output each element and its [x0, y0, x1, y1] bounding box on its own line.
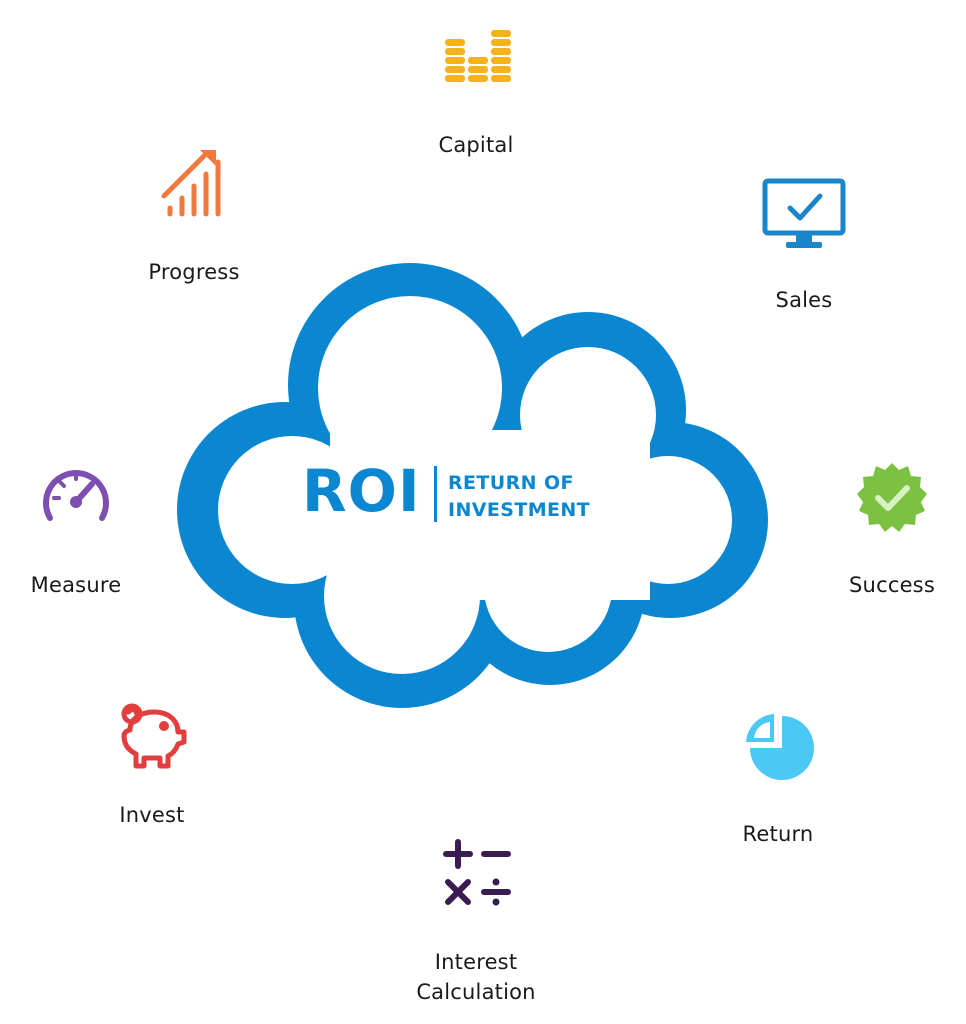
math-operators-icon — [443, 839, 511, 906]
title-divider — [434, 466, 437, 522]
interest-label-line1: Interest — [434, 950, 518, 974]
coin-stacks-icon — [443, 28, 513, 84]
roi-subtitle: RETURN OF INVESTMENT — [448, 470, 590, 524]
roi-subtitle-line1: RETURN OF — [448, 472, 574, 494]
pie-chart-icon — [746, 714, 814, 780]
speedometer-icon — [43, 470, 109, 521]
piggy-bank-icon — [121, 703, 187, 769]
roi-subtitle-line2: INVESTMENT — [448, 499, 591, 521]
capital-label: Capital — [438, 133, 514, 157]
invest-label: Invest — [119, 803, 185, 827]
roi-heading: ROI — [302, 457, 421, 525]
interest-label-line2: Calculation — [416, 980, 536, 1004]
monitor-check-icon — [762, 178, 846, 248]
sales-label: Sales — [775, 288, 833, 312]
return-label: Return — [742, 822, 814, 846]
progress-label: Progress — [148, 260, 240, 284]
badge-check-icon — [857, 463, 927, 532]
success-label: Success — [849, 573, 935, 597]
measure-label: Measure — [30, 573, 122, 597]
growth-chart-icon — [161, 150, 221, 217]
